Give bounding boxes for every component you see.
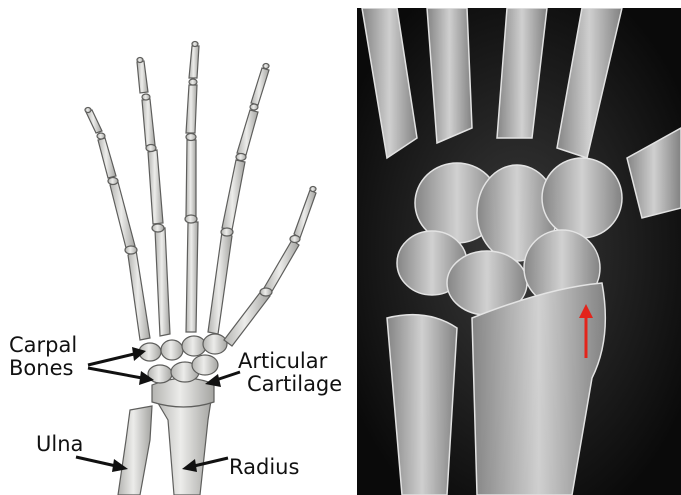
carpal-bone bbox=[182, 336, 206, 356]
carpal-bone bbox=[192, 355, 218, 375]
phalanx-bone bbox=[137, 61, 148, 93]
ulna-bone bbox=[118, 406, 152, 495]
hand-skeleton-drawing bbox=[0, 0, 352, 495]
carpal-bones-label: Carpal Bones bbox=[9, 334, 77, 380]
phalanx-bone bbox=[237, 110, 258, 155]
phalanx-bone bbox=[294, 190, 316, 238]
carpal-bone bbox=[161, 340, 183, 360]
articular-cartilage-label-line1: Articular bbox=[238, 350, 342, 373]
metacarpal-bone bbox=[186, 222, 198, 332]
phalanx-bone bbox=[98, 138, 116, 178]
phalanx-bone bbox=[110, 182, 135, 248]
wrist-xray-drawing bbox=[357, 8, 681, 495]
carpal-pointer-line bbox=[88, 368, 142, 378]
radius-label: Radius bbox=[229, 456, 299, 479]
phalanx-bone bbox=[264, 240, 299, 293]
ulna-pointer-line bbox=[76, 457, 116, 466]
phalanx-bone bbox=[142, 99, 155, 146]
phalanx-bone bbox=[186, 140, 196, 216]
metacarpal-bone bbox=[224, 290, 270, 346]
metacarpal-bone bbox=[128, 250, 150, 340]
phalanx-bone bbox=[189, 46, 199, 78]
articular-cartilage-label: Articular Cartilage bbox=[238, 350, 342, 396]
ulna-label: Ulna bbox=[36, 433, 83, 456]
phalanx-bone bbox=[222, 160, 245, 230]
cartilage-pointer-line bbox=[216, 372, 240, 380]
carpal-pointer-line bbox=[88, 354, 134, 365]
carpal-bone bbox=[203, 334, 227, 354]
hand-skeleton-illustration: Carpal Bones Articular Cartilage Ulna Ra… bbox=[0, 0, 352, 495]
phalanx-bone bbox=[251, 68, 269, 105]
carpal-bones-label-line1: Carpal bbox=[9, 334, 77, 357]
metacarpal-bone bbox=[208, 232, 232, 334]
xray-carpal bbox=[542, 158, 622, 238]
articular-cartilage-label-line2: Cartilage bbox=[238, 373, 342, 396]
wrist-xray-image bbox=[357, 8, 681, 495]
metacarpal-bone bbox=[155, 228, 170, 336]
carpal-bones-label-line2: Bones bbox=[9, 357, 77, 380]
hand-bones bbox=[85, 42, 316, 495]
phalanx-bone bbox=[186, 85, 197, 133]
phalanx-bone bbox=[86, 110, 102, 133]
phalanx-bone bbox=[148, 150, 163, 224]
radius-bone bbox=[155, 394, 212, 495]
